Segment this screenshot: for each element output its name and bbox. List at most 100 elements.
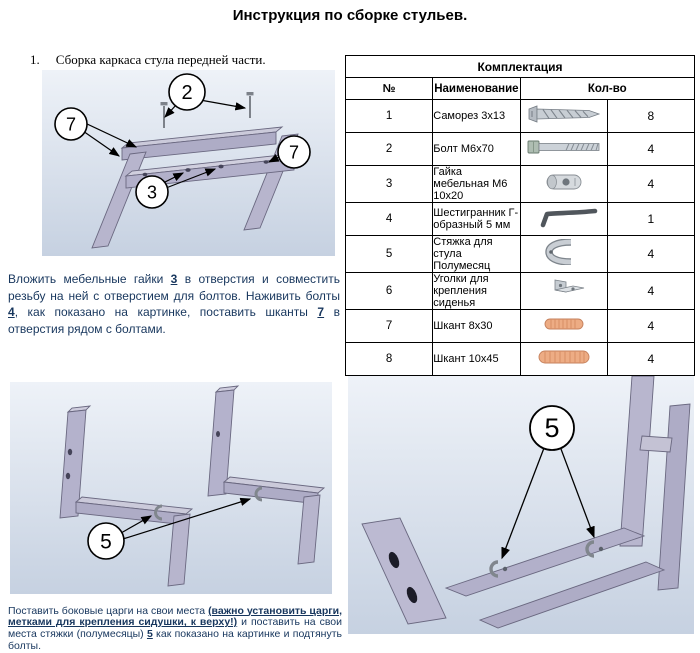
callout-arrows xyxy=(120,497,252,540)
part-number: 1 xyxy=(344,99,434,133)
callout-barrel-nut: 3 xyxy=(135,175,169,209)
back-rail xyxy=(121,131,277,161)
half-moon-brackets xyxy=(489,540,595,578)
part-name: Гайка мебельная М6 10х20 xyxy=(432,165,521,203)
text-segment: 4 xyxy=(8,305,15,320)
part-qty: 1 xyxy=(606,202,696,236)
part-number: 3 xyxy=(344,165,434,203)
text-segment: , как показано на картинке, поставить шк… xyxy=(14,305,318,320)
part-qty: 4 xyxy=(606,342,696,376)
part-qty: 4 xyxy=(606,132,696,166)
oval-holes xyxy=(388,551,418,604)
post-holes xyxy=(65,431,220,480)
part-number: 2 xyxy=(344,132,434,166)
column-header-name: Наименование xyxy=(432,77,521,100)
callout-number: 2 xyxy=(181,82,192,104)
part-number: 4 xyxy=(344,202,434,236)
text-segment: Поставить боковые царги на свои места xyxy=(8,604,209,617)
left-side-rail xyxy=(361,517,447,625)
left-front-leg xyxy=(167,513,191,587)
callout-arrows xyxy=(501,447,595,560)
part-name: Саморез 3х13 xyxy=(432,99,521,133)
bracket-bolts xyxy=(502,546,604,572)
callout-half-moon: 5 xyxy=(87,522,125,560)
back-post xyxy=(619,376,655,547)
part-qty: 4 xyxy=(606,272,696,310)
corner-bracket-icon xyxy=(519,272,608,310)
column-header-qty: Кол-во xyxy=(519,77,695,100)
part-name: Шестигранник Г-образный 5 мм xyxy=(432,202,521,236)
text-segment: и поставить на свои места стяжки (полуме… xyxy=(8,616,342,640)
half-moon-bracket-icon xyxy=(519,235,608,273)
text-segment: Вложить мебельные гайки xyxy=(8,272,171,286)
callout-dowel-right: 7 xyxy=(277,135,311,169)
bolt-holes xyxy=(142,160,269,177)
part-number: 7 xyxy=(344,309,434,343)
front-bottom-rail xyxy=(478,561,666,629)
step1-heading: 1. Сборка каркаса стула передней части. xyxy=(30,52,266,68)
right-front-leg xyxy=(297,494,321,565)
text-segment: 7 xyxy=(317,305,325,320)
parts-table-title: Комплектация xyxy=(345,55,695,78)
callout-number: 5 xyxy=(100,531,112,554)
rear-frame-diagram: 5 xyxy=(348,376,694,634)
step1-instruction-text: Вложить мебельные гайки 3 в отверстия и … xyxy=(8,271,340,337)
instruction-page: Инструкция по сборке стульев. 1. Сборка к… xyxy=(8,7,696,652)
part-name: Стяжка для стула Полумесяц xyxy=(432,235,521,273)
bolt-glyphs xyxy=(160,92,254,128)
dowel-8x30-icon xyxy=(519,309,608,343)
step2-instruction-text: Поставить боковые царги на свои места (в… xyxy=(8,604,342,653)
bolt-icon xyxy=(519,132,608,166)
side-frame-diagram: 5 xyxy=(10,382,332,594)
column-header-number: № xyxy=(344,77,434,100)
barrel-nut-icon xyxy=(519,165,608,203)
part-qty: 8 xyxy=(606,99,696,133)
part-name: Болт М6х70 xyxy=(432,132,521,166)
half-moon-brackets xyxy=(154,486,263,521)
part-qty: 4 xyxy=(606,165,696,203)
rear-frame-beams xyxy=(361,376,691,629)
text-segment: (важно установить царги, метками для кре… xyxy=(8,604,342,629)
dowel-10x45-icon xyxy=(519,342,608,376)
part-number: 8 xyxy=(344,342,434,376)
callout-number: 5 xyxy=(544,413,559,443)
text-segment: 3 xyxy=(170,272,178,286)
callout-number: 3 xyxy=(147,183,157,203)
step1-heading-text: Сборка каркаса стула передней части. xyxy=(55,52,266,67)
part-name: Уголки для крепления сиденья xyxy=(432,272,521,310)
part-qty: 4 xyxy=(606,235,696,273)
hex-key-icon xyxy=(519,202,608,236)
part-name: Шкант 8х30 xyxy=(432,309,521,343)
part-number: 6 xyxy=(344,272,434,310)
rear-frame-illustration: 5 xyxy=(348,376,694,634)
side-frame-beams xyxy=(59,385,326,587)
callout-number: 7 xyxy=(289,143,299,163)
part-name: Шкант 10х45 xyxy=(432,342,521,376)
callout-dowel-left: 7 xyxy=(54,107,88,141)
step1-number: 1. xyxy=(30,52,40,67)
part-number: 5 xyxy=(344,235,434,273)
far-back-post xyxy=(657,403,691,591)
callout-number: 7 xyxy=(66,115,76,135)
text-segment: 5 xyxy=(146,628,153,640)
text-segment: в отверстия и совместить резьбу на ней с… xyxy=(8,272,340,303)
text-segment: в отверстия рядом с болтами. xyxy=(8,305,340,336)
side-frame-illustration: 5 xyxy=(10,382,332,594)
part-qty: 4 xyxy=(606,309,696,343)
screw-icon xyxy=(519,99,608,133)
front-frame-diagram: 2 7 3 7 xyxy=(42,70,335,256)
page-title: Инструкция по сборке стульев. xyxy=(232,7,468,24)
callout-half-moon: 5 xyxy=(529,405,575,451)
front-frame-illustration: 2 7 3 7 xyxy=(42,70,335,256)
callout-bolt: 2 xyxy=(168,73,206,111)
